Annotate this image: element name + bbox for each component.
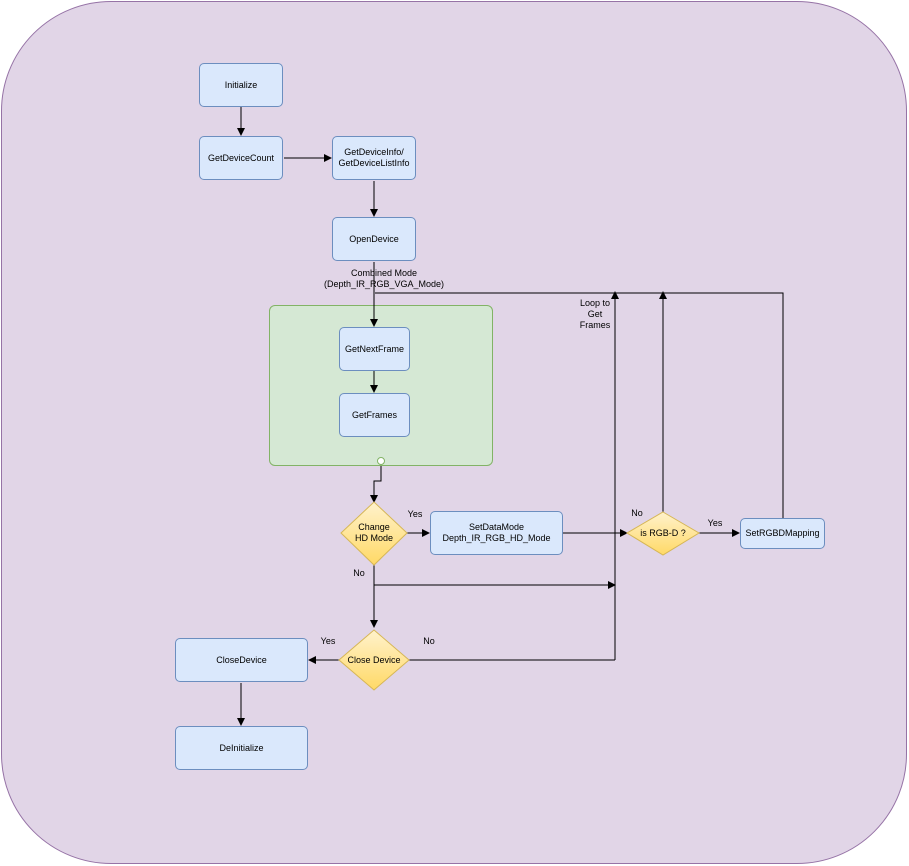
deinitialize-node: DeInitialize	[175, 726, 308, 770]
close-yes-label: Yes	[320, 636, 336, 646]
group-connection-point	[377, 457, 385, 465]
open-device-node: OpenDevice	[332, 217, 416, 261]
combined-mode-label: Combined Mode (Depth_IR_RGB_VGA_Mode)	[323, 268, 445, 289]
edge-mapping-loop	[375, 292, 784, 518]
hd-mode-yes-label: Yes	[407, 509, 423, 519]
rgbd-no-label: No	[631, 508, 643, 518]
loop-to-get-frames-label: Loop to Get Frames	[579, 298, 611, 330]
set-data-mode-node: SetDataMode Depth_IR_RGB_HD_Mode	[430, 511, 563, 555]
set-rgbd-mapping-node: SetRGBDMapping	[740, 518, 825, 549]
close-device-diamond	[338, 629, 410, 691]
get-frames-node: GetFrames	[339, 393, 410, 437]
hd-mode-no-label: No	[353, 568, 365, 578]
rgbd-yes-label: Yes	[707, 518, 723, 528]
is-rgbd-label: is RGB-D ?	[640, 527, 686, 538]
change-hd-mode-label: Change HD Mode	[354, 522, 393, 543]
change-hd-mode-diamond	[340, 501, 408, 566]
get-device-info-node: GetDeviceInfo/ GetDeviceListInfo	[332, 136, 416, 180]
is-rgbd-diamond	[626, 511, 700, 556]
edge-group-to-hdmode	[370, 466, 382, 503]
get-next-frame-node: GetNextFrame	[339, 327, 410, 371]
close-device-decision-label: Close Device	[347, 654, 401, 665]
initialize-node: Initialize	[199, 63, 283, 107]
close-no-label: No	[423, 636, 435, 646]
get-device-count-node: GetDeviceCount	[199, 136, 283, 180]
close-device-node: CloseDevice	[175, 638, 308, 682]
